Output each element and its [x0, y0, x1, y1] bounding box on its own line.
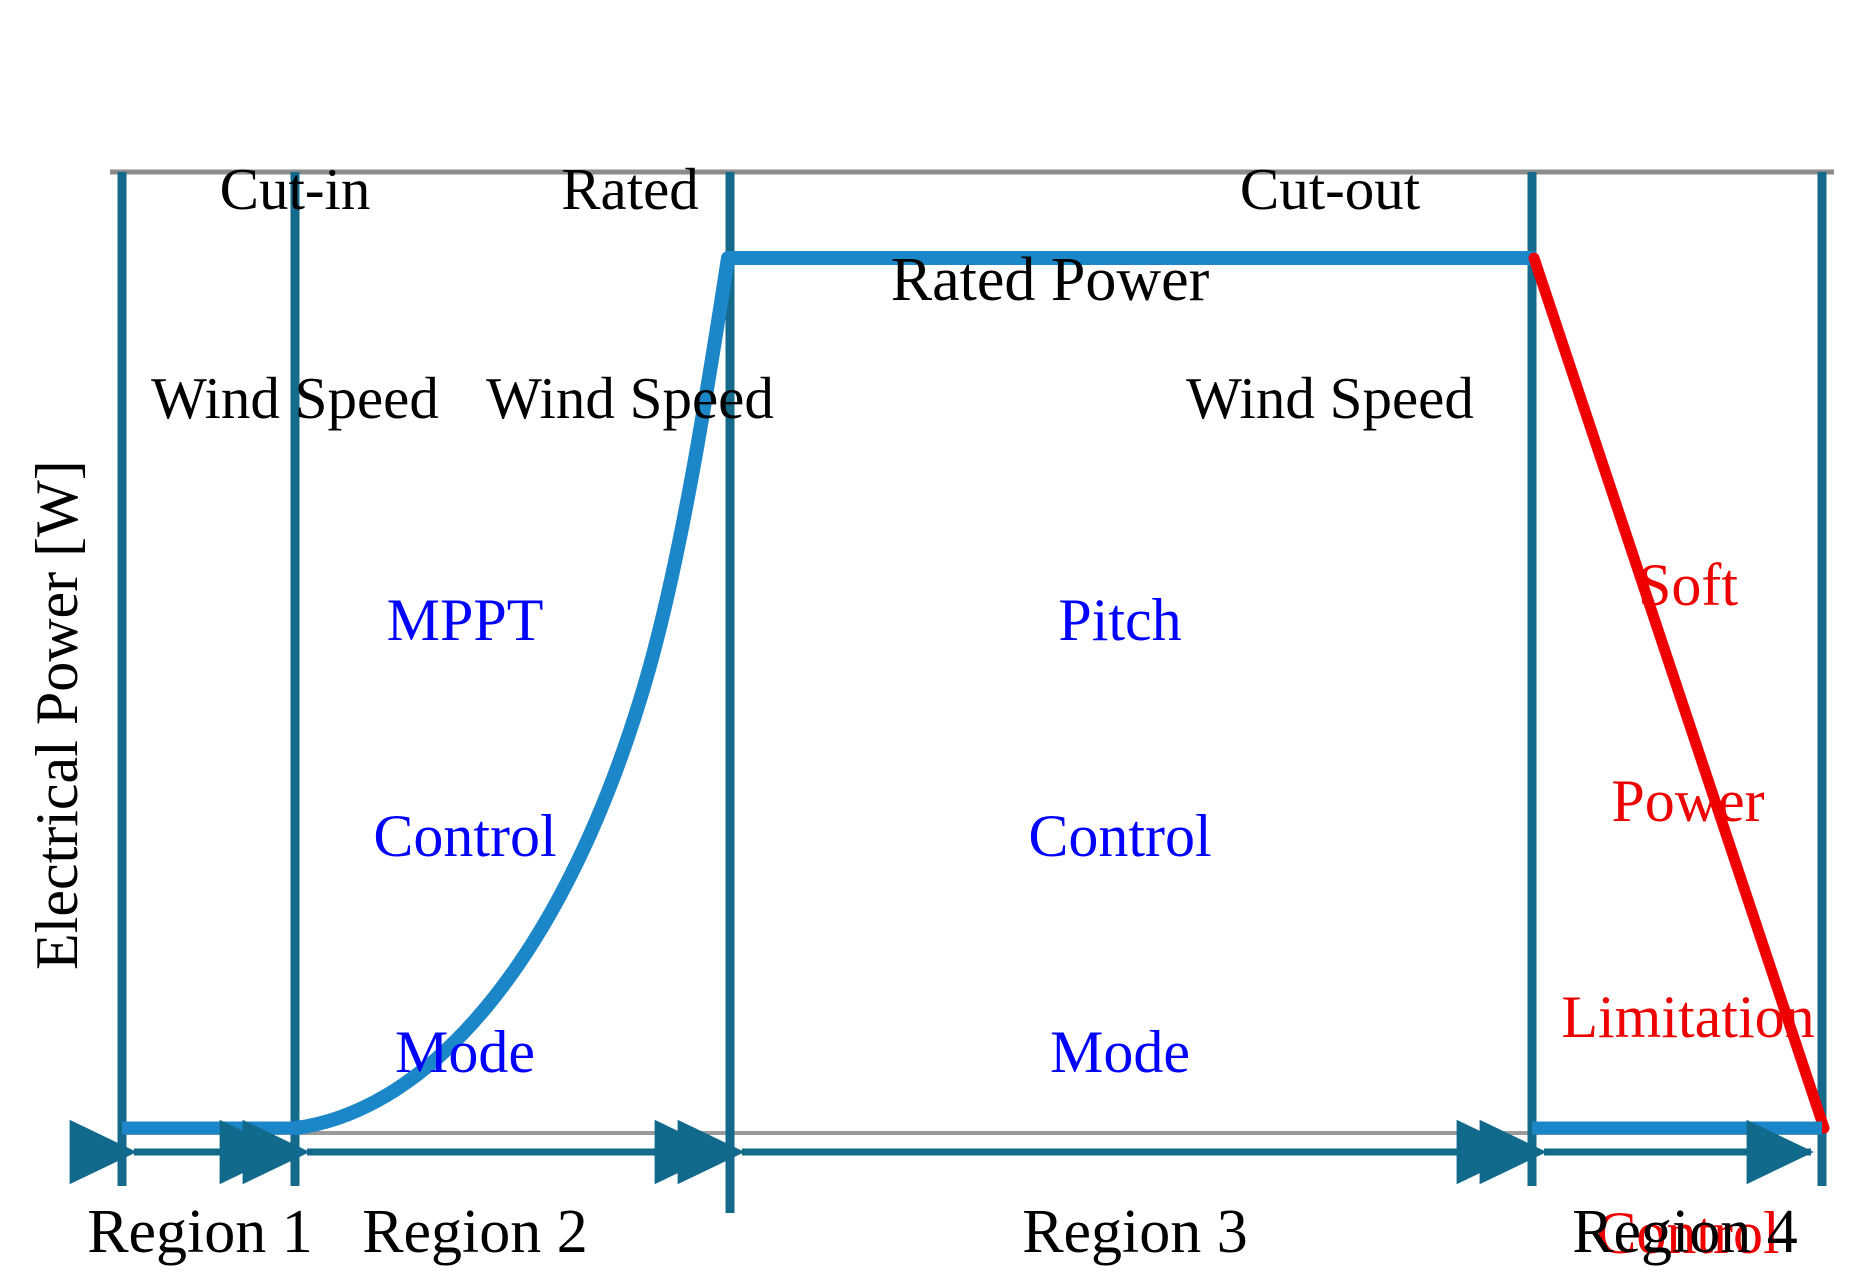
- soft-line3: Limitation: [1561, 984, 1815, 1050]
- power-curve-mppt: [289, 251, 735, 1135]
- rated-power-annotation: Rated Power: [890, 246, 1210, 314]
- y-axis-label: Electrical Power [W]: [24, 460, 90, 970]
- pitch-line2: Control: [1028, 803, 1212, 869]
- cut-out-wind-speed-label: Cut-out Wind Speed: [1140, 16, 1520, 573]
- region-4-label: Region 4: [1572, 1198, 1798, 1266]
- soft-power-limitation-control-mode-label: Soft Power Limitation Control Mode: [1528, 405, 1848, 1287]
- pitch-control-mode-label: Pitch Control Mode: [955, 440, 1285, 1232]
- soft-line1: Soft: [1637, 552, 1739, 618]
- mppt-line1: MPPT: [386, 587, 544, 653]
- soft-line4: Control: [1596, 1200, 1780, 1266]
- rated-line1: Rated: [561, 156, 699, 223]
- region-3-label: Region 3: [1022, 1198, 1248, 1266]
- cut-in-wind-speed-label: Cut-in Wind Speed: [105, 16, 485, 573]
- region-1-label: Region 1: [87, 1198, 313, 1266]
- soft-power-limitation-curve: [1528, 252, 1830, 1134]
- cut-out-line1: Cut-out: [1239, 156, 1421, 223]
- rated-wind-speed-label: Rated Wind Speed: [440, 16, 820, 573]
- region-2-label: Region 2: [362, 1198, 588, 1266]
- mppt-line2: Control: [373, 803, 557, 869]
- cut-in-line1: Cut-in: [219, 156, 371, 223]
- rated-line2: Wind Speed: [486, 365, 774, 432]
- cut-out-line2: Wind Speed: [1186, 365, 1474, 432]
- cut-in-line2: Wind Speed: [151, 365, 439, 432]
- pitch-line3: Mode: [1050, 1019, 1190, 1085]
- mppt-control-mode-label: MPPT Control Mode: [300, 440, 630, 1232]
- mppt-line3: Mode: [395, 1019, 535, 1085]
- soft-line2: Power: [1611, 768, 1765, 834]
- pitch-line1: Pitch: [1058, 587, 1182, 653]
